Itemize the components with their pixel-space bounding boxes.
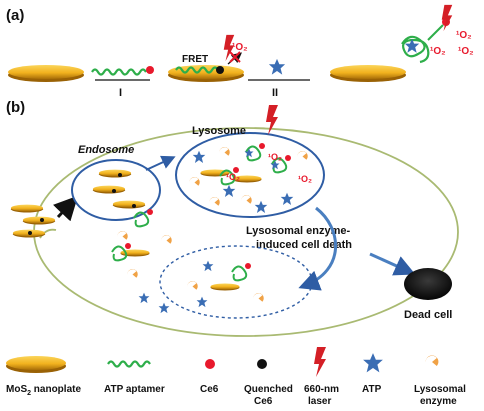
singlet-oxygen-b-1: ¹O₂ bbox=[268, 152, 282, 162]
aptamer-a2 bbox=[175, 66, 219, 74]
lysosome-contents bbox=[189, 143, 308, 213]
cell-death-label-2: induced cell death bbox=[256, 239, 352, 251]
cytoplasm-contents bbox=[111, 209, 264, 314]
endosome-to-lysosome-arrow bbox=[145, 155, 176, 171]
legend-atp-label: ATP bbox=[362, 384, 382, 395]
legend-nanoplate-icon bbox=[6, 356, 66, 373]
legend-aptamer-icon bbox=[107, 360, 151, 368]
death-arrow bbox=[369, 252, 416, 276]
singlet-oxygen-a-blocked: ¹O₂ bbox=[232, 42, 248, 53]
legend-ce6-icon bbox=[205, 359, 215, 369]
legend-ce6-label: Ce6 bbox=[200, 384, 219, 395]
aptamer-a1 bbox=[91, 68, 147, 76]
endosome-label: Endosome bbox=[78, 144, 134, 156]
dead-cell-label: Dead cell bbox=[404, 309, 452, 321]
legend-quenched-icon bbox=[257, 359, 267, 369]
step-2-label: II bbox=[272, 87, 278, 99]
singlet-oxygen-b-2: ¹O₂ bbox=[226, 172, 240, 182]
nanoplate-a3 bbox=[330, 65, 406, 82]
dead-cell bbox=[404, 268, 452, 300]
cell-death-label-1: Lysosomal enzyme- bbox=[246, 225, 350, 237]
legend-quenched-label-2: Ce6 bbox=[254, 396, 273, 407]
ruptured-lysosome bbox=[159, 245, 313, 319]
nanoplate-a1 bbox=[8, 65, 84, 82]
singlet-oxygen-a-3: ¹O₂ bbox=[458, 46, 474, 57]
nanoplates-outside bbox=[10, 204, 56, 238]
uptake-arrow bbox=[52, 195, 79, 222]
ce6-dot-a1 bbox=[146, 66, 154, 74]
blocked-x-icon bbox=[229, 51, 241, 63]
legend-laser-icon bbox=[314, 347, 326, 377]
rupture-arrow bbox=[298, 206, 338, 291]
lysosome-label: Lysosome bbox=[192, 125, 246, 137]
fret-label: FRET bbox=[182, 54, 208, 65]
laser-icon-a2 bbox=[441, 4, 453, 32]
singlet-oxygen-b-3: ¹O₂ bbox=[298, 174, 312, 184]
legend-quenched-label-1: Quenched bbox=[244, 384, 293, 395]
legend-aptamer-label: ATP aptamer bbox=[104, 384, 165, 395]
singlet-oxygen-a-2: ¹O₂ bbox=[430, 46, 446, 57]
panel-b-label: (b) bbox=[6, 99, 25, 116]
quenched-ce6-dot-a2 bbox=[216, 66, 224, 74]
singlet-oxygen-a-1: ¹O₂ bbox=[456, 30, 472, 41]
nanoplates-endosome bbox=[92, 169, 146, 209]
legend-laser-label-1: 660-nm bbox=[304, 384, 339, 395]
legend-atp-star-icon bbox=[363, 353, 383, 373]
legend-mos2-label: MoS2 nanoplate bbox=[6, 384, 81, 397]
panel-a-label: (a) bbox=[6, 7, 24, 24]
legend-enzyme-icon bbox=[425, 355, 439, 366]
legend: MoS2 nanoplate ATP aptamer Ce6 Quenched … bbox=[6, 347, 466, 407]
legend-laser-label-2: laser bbox=[308, 396, 331, 407]
atp-star-icon-a bbox=[268, 58, 286, 75]
legend-enzyme-label-2: enzyme bbox=[420, 396, 457, 407]
laser-icon-b bbox=[266, 105, 278, 135]
legend-enzyme-label-1: Lysosomal bbox=[414, 384, 466, 395]
step-1-label: I bbox=[119, 87, 122, 99]
